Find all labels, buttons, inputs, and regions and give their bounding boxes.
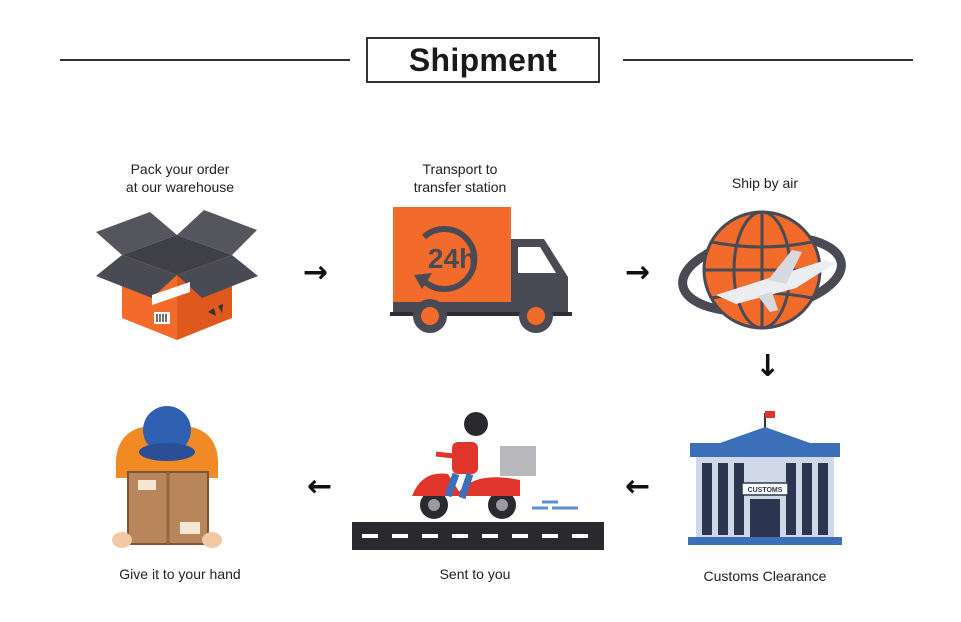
arrow-right-2: → <box>625 255 651 290</box>
step-label-pack: Pack your order at our warehouse <box>125 161 235 195</box>
step-label-transport: Transport to transfer station <box>413 161 507 195</box>
title-box: Shipment <box>366 37 600 83</box>
step-label-hand: Give it to your hand <box>119 566 241 582</box>
page-title: Shipment <box>408 41 558 78</box>
globe-plane-icon <box>678 210 846 330</box>
arrow-left-2: ← <box>307 469 333 504</box>
header-rule-left <box>60 59 350 61</box>
arrow-down: ↓ <box>755 349 781 384</box>
box-icon <box>96 210 258 340</box>
arrow-left-1: ← <box>625 469 651 504</box>
truck-icon: 24h <box>390 207 572 333</box>
step-label-customs: Customs Clearance <box>703 568 827 584</box>
truck-24h-badge: 24h <box>428 243 476 274</box>
delivery-person-icon <box>112 406 222 548</box>
step-label-air: Ship by air <box>731 175 799 191</box>
arrow-right-1: → <box>303 255 329 290</box>
customs-sign: CUSTOMS <box>748 487 783 494</box>
step-label-sent: Sent to you <box>439 566 511 582</box>
customs-building-icon: CUSTOMS <box>688 411 842 545</box>
header-rule-right <box>623 59 913 61</box>
scooter-courier-icon <box>352 412 604 550</box>
